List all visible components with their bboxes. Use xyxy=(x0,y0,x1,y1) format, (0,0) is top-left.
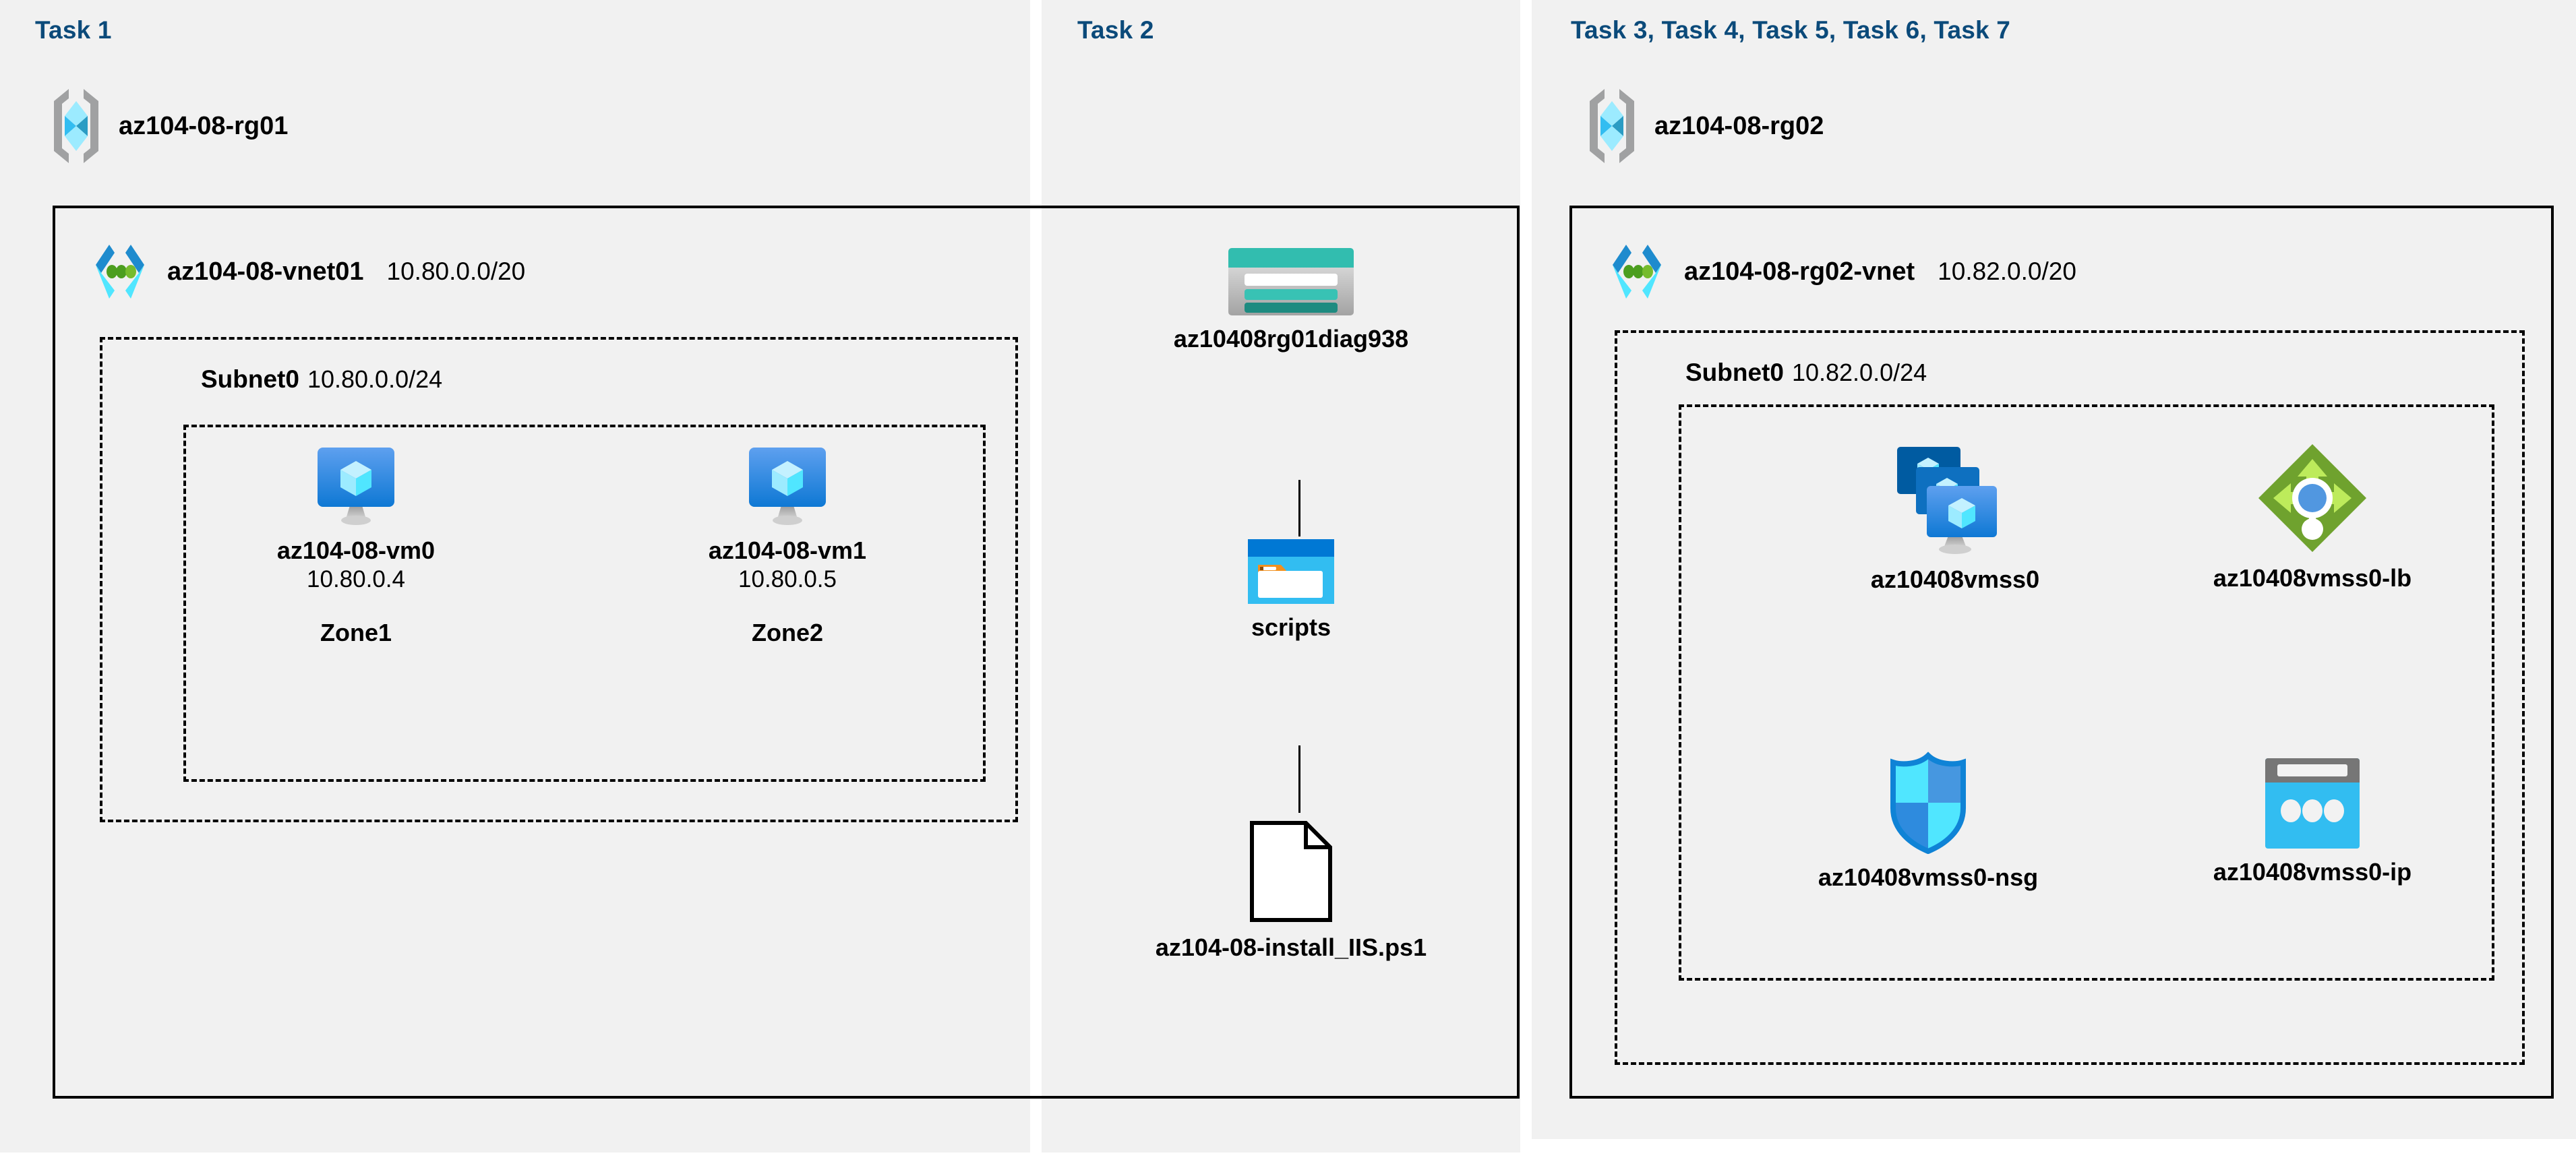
vm-name-label: az104-08-vm0 xyxy=(276,536,436,564)
task1-header: Task 1 xyxy=(35,16,112,44)
vnet02-title-row[interactable]: az104-08-rg02-vnet 10.82.0.0/20 xyxy=(1605,239,2076,304)
script-file-node[interactable]: az104-08-install_IIS.ps1 xyxy=(1116,819,1466,962)
subnet0-vnet02-label: Subnet0 10.82.0.0/24 xyxy=(1685,359,1927,387)
resource-group-rg01[interactable]: az104-08-rg01 xyxy=(49,86,288,166)
vm-zone-label: Zone1 xyxy=(320,619,392,646)
storage-account-node[interactable]: az10408rg01diag938 xyxy=(1149,248,1433,353)
vnet-name-label: az104-08-rg02-vnet xyxy=(1684,257,1915,286)
virtual-machine-vm1[interactable]: az104-08-vm1 10.80.0.5 Zone2 xyxy=(693,445,882,647)
task3-7-column-panel xyxy=(1532,0,2576,1139)
nsg-label: az10408vmss0-nsg xyxy=(1818,863,2039,891)
storage-account-label: az10408rg01diag938 xyxy=(1173,325,1409,352)
resource-group-icon xyxy=(1584,86,1640,166)
subnet0-vnet02-boundary xyxy=(1615,330,2525,1065)
vmss-resources-boundary xyxy=(1679,404,2494,981)
vnet02-container xyxy=(1569,206,2554,1099)
vm-scale-set-node[interactable]: az10408vmss0 xyxy=(1780,441,2130,594)
vnet-name-label: az104-08-vnet01 xyxy=(167,257,364,286)
load-balancer-node[interactable]: az10408vmss0-lb xyxy=(2151,441,2474,592)
vnet-cidr-label: 10.80.0.0/20 xyxy=(386,257,526,285)
script-file-icon xyxy=(1244,819,1338,924)
vm-name-label: az104-08-vm1 xyxy=(708,536,867,564)
public-ip-address-node[interactable]: az10408vmss0-ip xyxy=(2151,758,2474,886)
storage-account-icon xyxy=(1228,248,1354,315)
vm-ip-label: 10.80.0.5 xyxy=(738,566,837,592)
virtual-machine-vm0[interactable]: az104-08-vm0 10.80.0.4 Zone1 xyxy=(262,445,450,647)
vm-ip-label: 10.80.0.4 xyxy=(307,566,405,592)
task1-column-panel xyxy=(0,0,1030,1153)
blob-container-node[interactable]: scripts xyxy=(1197,539,1385,642)
container-to-file-connector xyxy=(1298,745,1300,813)
vnet-cidr-label: 10.82.0.0/20 xyxy=(1938,257,2076,285)
resource-group-icon xyxy=(49,86,104,166)
load-balancer-label: az10408vmss0-lb xyxy=(2213,564,2412,592)
resource-group-label: az104-08-rg01 xyxy=(119,111,289,140)
resource-group-label: az104-08-rg02 xyxy=(1654,111,1824,140)
public-ip-label: az10408vmss0-ip xyxy=(2213,858,2412,886)
blob-container-label: scripts xyxy=(1251,613,1331,641)
virtual-machine-icon xyxy=(312,445,400,527)
subnet0-vnet01-label: Subnet0 10.80.0.0/24 xyxy=(201,365,442,394)
availability-zones-boundary xyxy=(183,425,986,782)
resource-group-rg02[interactable]: az104-08-rg02 xyxy=(1584,86,1824,166)
network-security-group-node[interactable]: az10408vmss0-nsg xyxy=(1760,751,2097,892)
storage-to-container-connector xyxy=(1298,480,1300,536)
virtual-machine-icon xyxy=(744,445,831,527)
subnet-cidr: 10.82.0.0/24 xyxy=(1791,359,1927,386)
subnet-cidr: 10.80.0.0/24 xyxy=(307,365,443,393)
script-file-label: az104-08-install_IIS.ps1 xyxy=(1155,933,1427,961)
load-balancer-icon xyxy=(2256,441,2369,555)
vnet01-container xyxy=(53,206,1520,1099)
subnet-name: Subnet0 xyxy=(201,365,299,393)
blob-container-icon xyxy=(1248,539,1334,604)
vnet01-title-row[interactable]: az104-08-vnet01 10.80.0.0/20 xyxy=(88,239,525,304)
virtual-network-icon xyxy=(88,239,152,304)
virtual-network-icon xyxy=(1605,239,1669,304)
vm-scale-set-icon xyxy=(1888,441,2023,556)
subnet-name: Subnet0 xyxy=(1685,359,1784,386)
vm-zone-label: Zone2 xyxy=(751,619,823,646)
task2-header: Task 2 xyxy=(1077,16,1154,44)
subnet0-vnet01-boundary xyxy=(100,337,1018,822)
public-ip-address-icon xyxy=(2265,758,2360,849)
task3-7-header: Task 3, Task 4, Task 5, Task 6, Task 7 xyxy=(1571,16,2011,44)
vm-scale-set-label: az10408vmss0 xyxy=(1870,565,2040,593)
network-security-group-icon xyxy=(1885,751,1971,854)
